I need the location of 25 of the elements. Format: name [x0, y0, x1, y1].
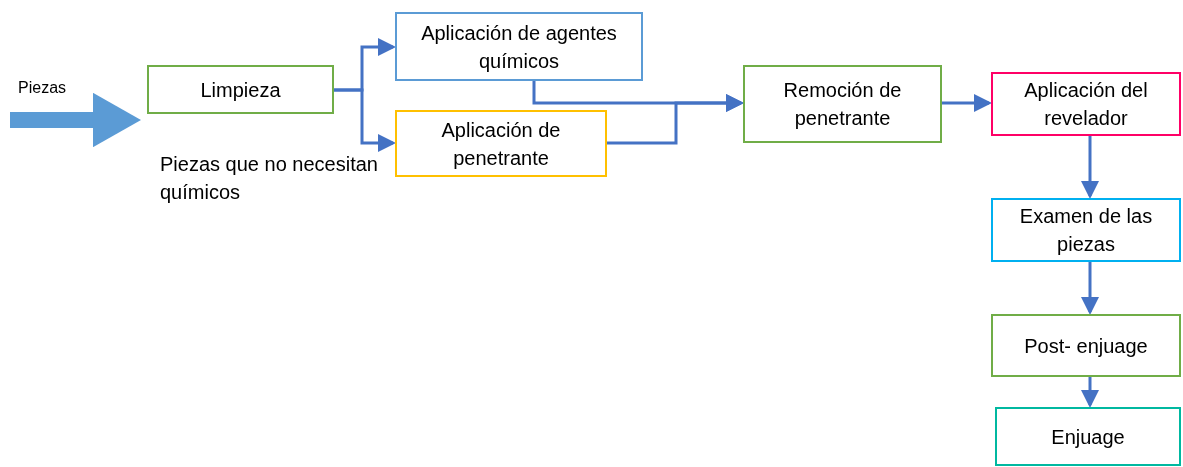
- step-label: Remoción de penetrante: [782, 78, 903, 131]
- step-label: Post- enjuage: [1024, 333, 1148, 359]
- step-label: Aplicación del revelador: [1023, 78, 1149, 131]
- note-text: Piezas: [18, 78, 67, 98]
- process-box: [991, 198, 1181, 262]
- arrow: [1081, 377, 1099, 408]
- arrow: [10, 92, 141, 148]
- process-box: [395, 110, 607, 177]
- arrow: [607, 94, 744, 145]
- note-text: Piezas que no necesitan químicos: [160, 152, 379, 205]
- arrow: [334, 88, 396, 152]
- step-label: Enjuage: [1051, 424, 1125, 450]
- step-label: Limpieza: [200, 77, 281, 103]
- arrow: [1081, 262, 1099, 315]
- process-box: [743, 65, 942, 143]
- step-label: Aplicación de agentes químicos: [420, 20, 618, 74]
- step-label: Examen de las piezas: [1018, 204, 1154, 257]
- process-box: [395, 12, 643, 81]
- process-box: [991, 314, 1181, 377]
- arrow: [942, 94, 992, 112]
- step-label: Aplicación de penetrante: [440, 117, 562, 171]
- process-box: [991, 72, 1181, 136]
- process-box: [995, 407, 1181, 466]
- arrow: [1081, 136, 1099, 199]
- process-box: [147, 65, 334, 114]
